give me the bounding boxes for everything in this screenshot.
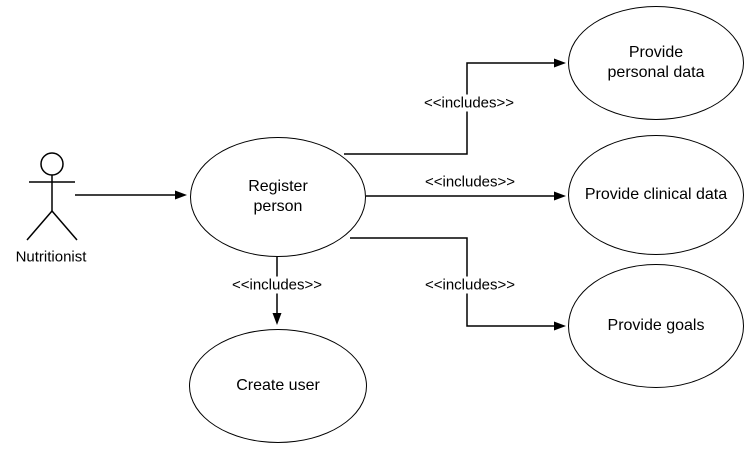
actor-stick-figure-icon (26, 152, 78, 241)
use-case-label: Provide personal data (607, 44, 705, 81)
edge-label-includes-goals: <<includes>> (422, 276, 518, 294)
use-case-label: Provide goals (607, 317, 705, 334)
use-case-label: Create user (236, 377, 320, 394)
actor-leg-left (26, 210, 53, 241)
use-case-create-user: Create user (189, 329, 367, 443)
edge-label-includes-create-user: <<includes>> (229, 276, 325, 294)
actor-name-label: Nutritionist (15, 248, 87, 266)
actor-leg-right (51, 210, 78, 241)
edge-label-includes-clinical-data: <<includes>> (422, 173, 518, 191)
use-case-register-person: Register person (190, 137, 366, 257)
use-case-label: Register person (248, 178, 308, 215)
use-case-provide-clinical-data: Provide clinical data (568, 135, 744, 255)
actor-head (40, 152, 64, 176)
edge-label-includes-personal-data: <<includes>> (421, 94, 517, 112)
use-case-label: Provide clinical data (584, 186, 728, 203)
use-case-provide-personal-data: Provide personal data (568, 6, 744, 120)
use-case-provide-goals: Provide goals (568, 264, 744, 388)
